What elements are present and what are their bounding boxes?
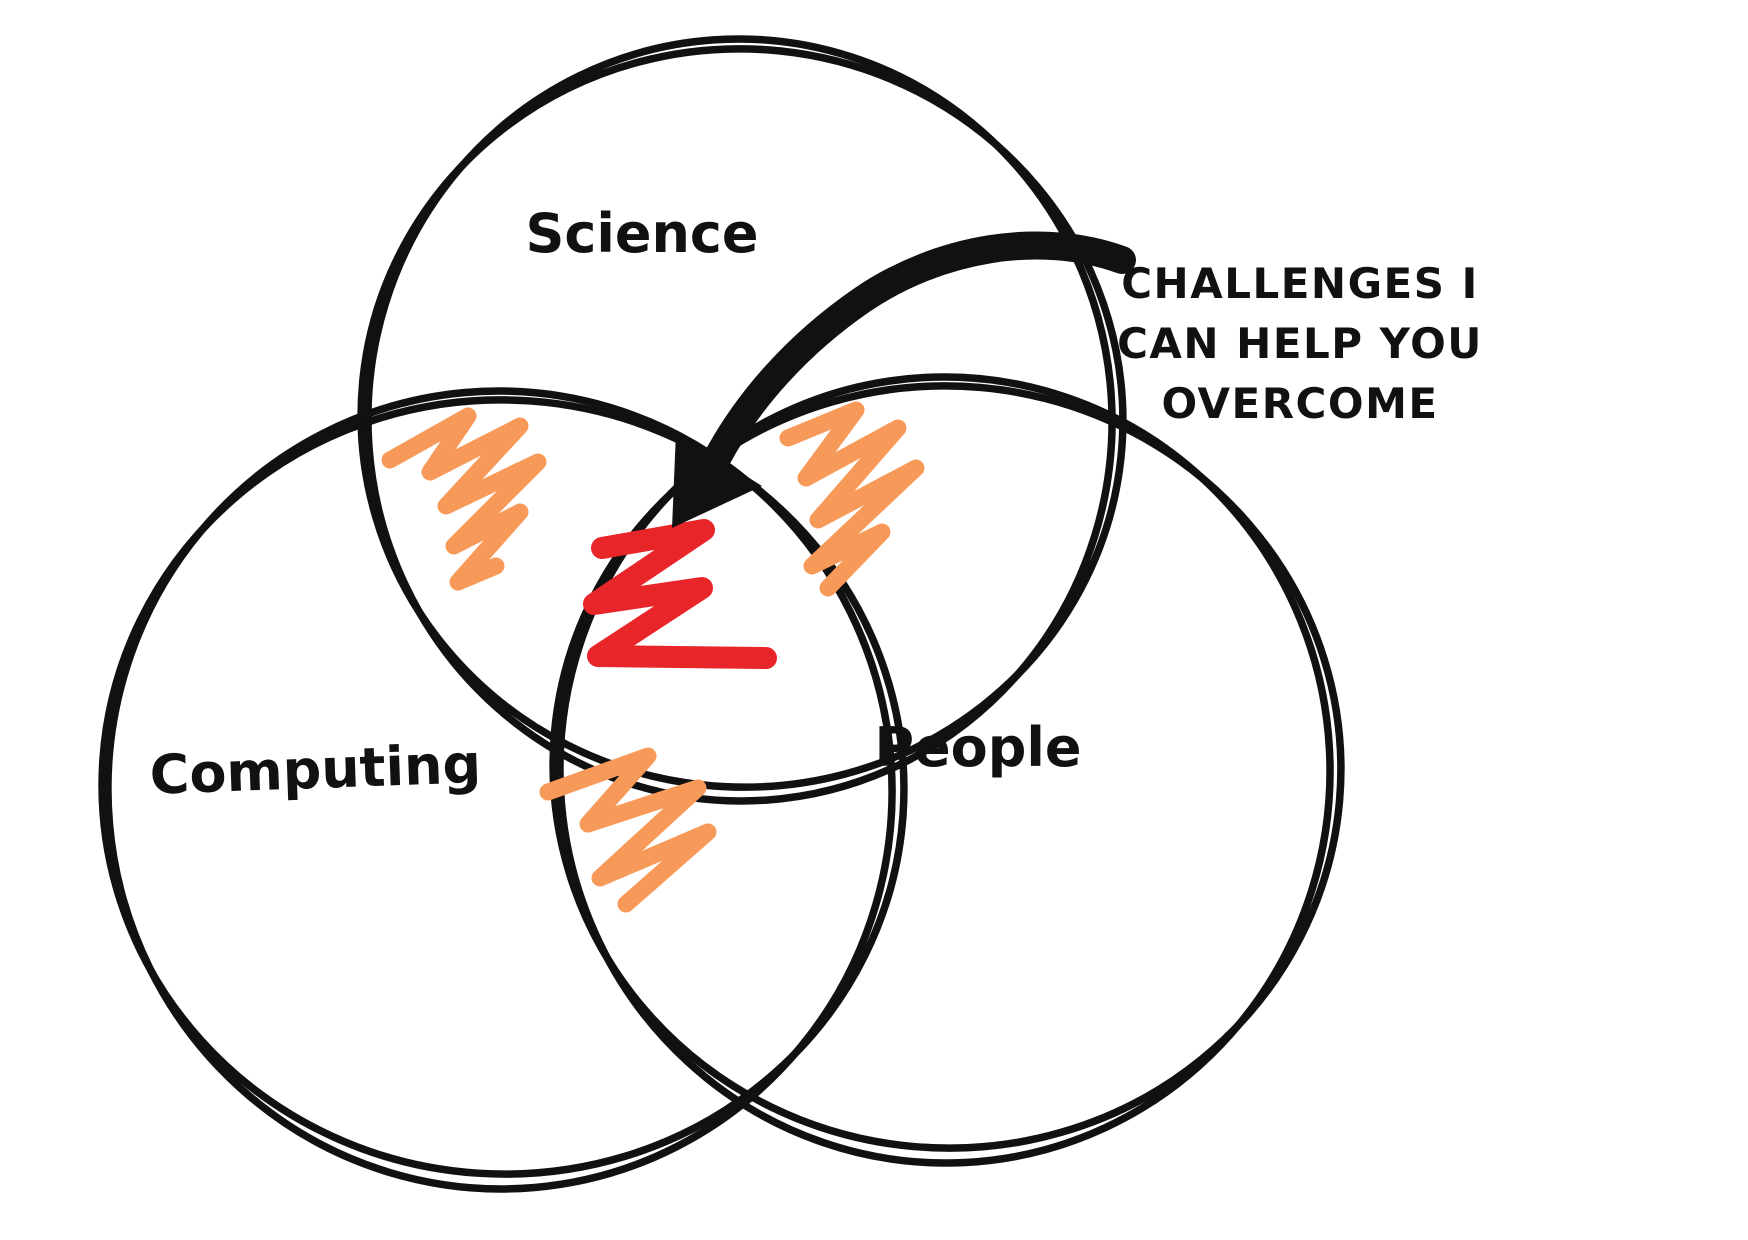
people-label: People — [874, 716, 1081, 779]
annotation-line-1: CHALLENGES I — [1121, 259, 1479, 308]
science-computing-scribble — [381, 407, 547, 591]
arrow-head — [672, 432, 762, 528]
pairwise-scribbles — [381, 401, 925, 913]
science-label: Science — [525, 202, 758, 265]
science-people-scribble — [779, 401, 925, 597]
annotation-line-2: CAN HELP YOU — [1117, 319, 1483, 368]
computing-people-scribble — [539, 747, 717, 913]
arrow-to-center-icon — [672, 231, 1136, 528]
set-labels: Science Computing People — [149, 202, 1082, 807]
annotation-line-3: OVERCOME — [1161, 379, 1438, 428]
annotation-text: CHALLENGES I CAN HELP YOU OVERCOME — [1117, 259, 1483, 428]
computing-label: Computing — [149, 732, 483, 807]
computing-circle — [98, 387, 908, 1193]
center-scribble — [583, 519, 777, 669]
arrow-shaft — [702, 231, 1136, 474]
